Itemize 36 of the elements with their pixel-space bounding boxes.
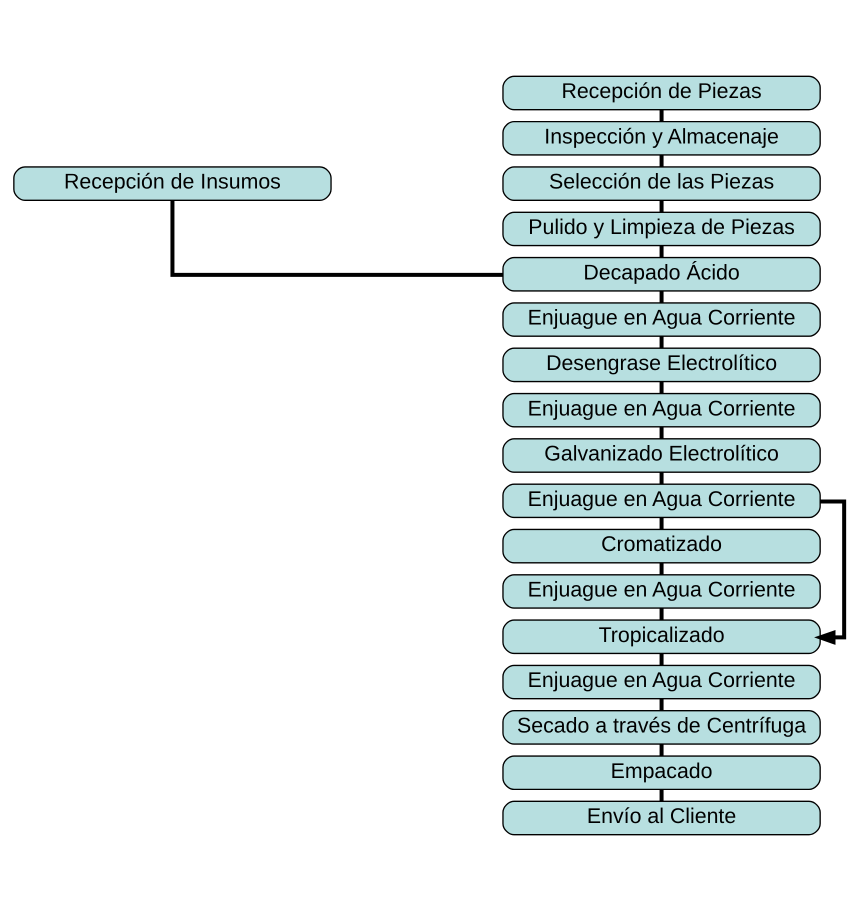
node-box: Tropicalizado — [502, 618, 821, 654]
connector — [660, 154, 664, 166]
connector — [660, 608, 664, 620]
node-box: Enjuague en Agua Corriente — [502, 664, 821, 699]
node-box: Envío al Cliente — [502, 800, 821, 835]
connector — [660, 200, 664, 212]
node-box: Inspección y Almacenaje — [502, 120, 821, 156]
node-box: Galvanizado Electrolítico — [502, 438, 821, 472]
connector — [170, 200, 503, 276]
connector — [660, 426, 664, 438]
connector — [660, 245, 664, 257]
connector — [660, 653, 664, 665]
node-box: Recepción de Insumos — [13, 166, 332, 200]
connector — [660, 109, 664, 122]
connector — [660, 472, 664, 484]
node-box: Pulido y Limpieza de Piezas — [502, 211, 821, 246]
arrow — [814, 498, 846, 644]
node-box: Enjuague en Agua Corriente — [502, 482, 821, 518]
connector — [660, 789, 664, 801]
connector — [660, 744, 664, 756]
node-box: Recepción de Piezas — [502, 75, 821, 110]
node-box: Empacado — [502, 754, 821, 790]
connector — [660, 290, 664, 302]
connector — [660, 336, 664, 348]
connector — [660, 381, 664, 393]
node-box: Decapado Ácido — [502, 256, 821, 292]
connector — [660, 517, 664, 529]
node-box: Enjuague en Agua Corriente — [502, 302, 821, 336]
connector — [660, 562, 664, 574]
connector — [660, 698, 664, 710]
node-box: Enjuague en Agua Corriente — [502, 392, 821, 428]
node-box: Selección de las Piezas — [502, 166, 821, 200]
node-box: Secado a través de Centrífuga — [502, 710, 821, 744]
node-box: Enjuague en Agua Corriente — [502, 574, 821, 608]
node-box: Desengrase Electrolítico — [502, 347, 821, 382]
node-box: Cromatizado — [502, 528, 821, 563]
